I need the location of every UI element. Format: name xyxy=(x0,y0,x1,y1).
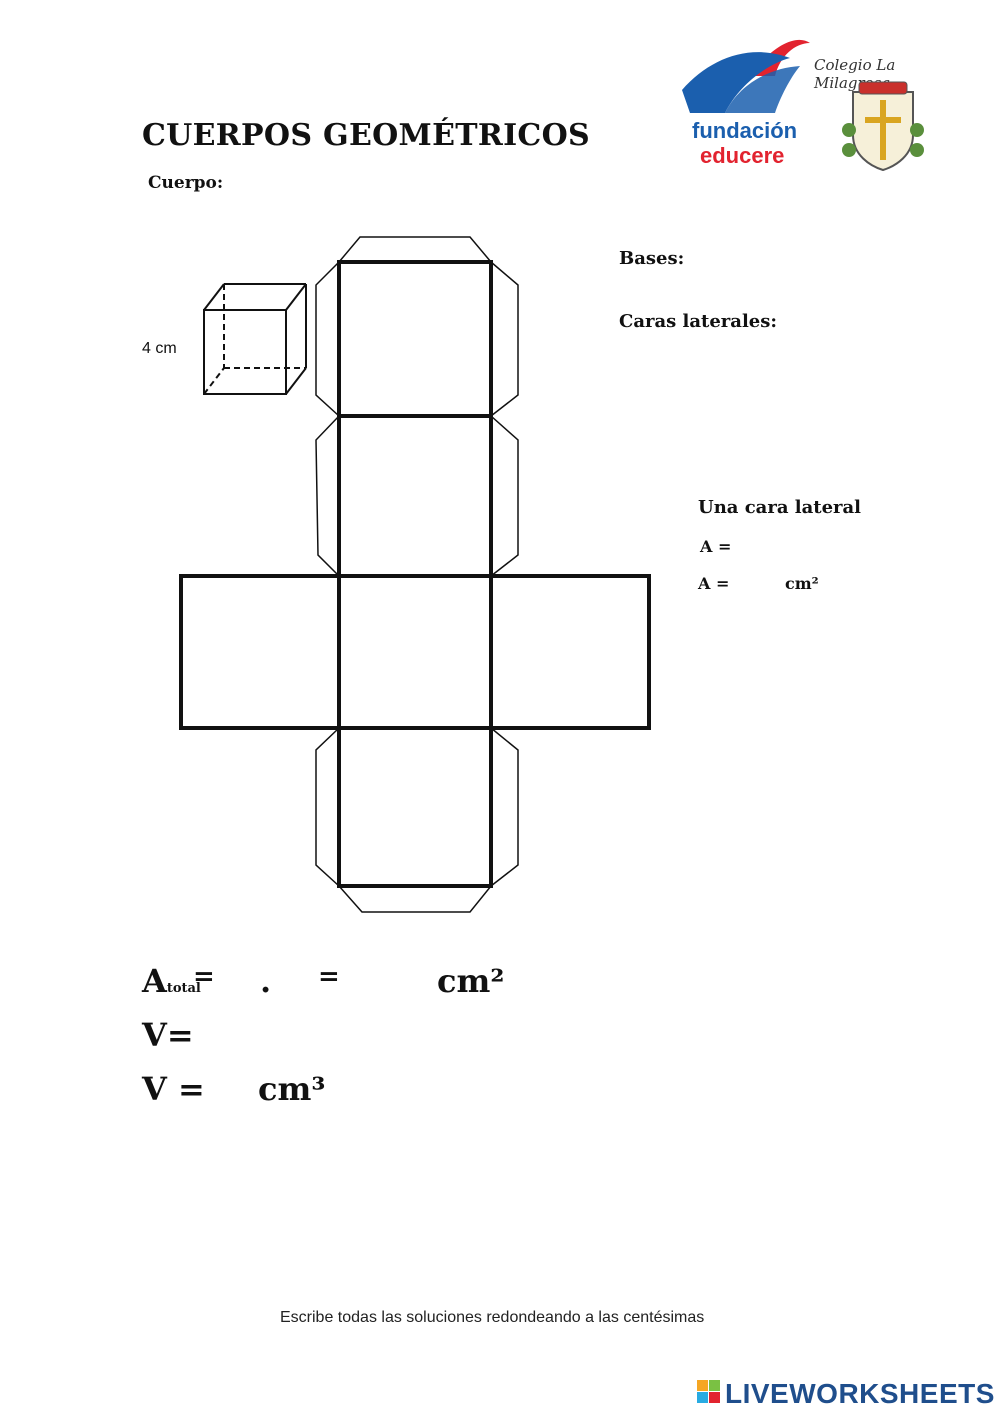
cube-net-diagram xyxy=(179,236,651,913)
rounding-note: Escribe todas las soluciones redondeando… xyxy=(280,1309,705,1326)
net-flaps xyxy=(315,236,519,913)
volume-formula-2: V = xyxy=(142,1070,205,1108)
volume-formula-1: V= xyxy=(142,1016,194,1054)
net-faces xyxy=(179,260,651,888)
atotal-formula: Atotal xyxy=(142,962,201,1000)
liveworksheets-brand[interactable]: LIVEWORKSHEETS xyxy=(725,1378,995,1409)
atotal-A: A xyxy=(142,962,167,1000)
caras-laterales-label: Caras laterales: xyxy=(619,311,778,332)
header-logos: fundación educere Colegio La Milagrosa xyxy=(678,28,970,178)
educere-text: educere xyxy=(700,143,785,168)
atotal-unit: cm² xyxy=(437,962,505,1000)
colegio-text: Colegio La Milagrosa xyxy=(814,56,896,92)
liveworksheets-icon xyxy=(697,1380,721,1404)
cube-illustration xyxy=(203,283,307,395)
cuerpo-label: Cuerpo: xyxy=(148,173,224,193)
fundacion-text: fundación xyxy=(692,118,798,143)
una-cara-line2-a: A = xyxy=(698,574,730,593)
atotal-subscript: total xyxy=(166,981,201,996)
fundacion-educere-swoosh-icon xyxy=(682,39,810,113)
atotal-dot: . xyxy=(260,962,272,1000)
atotal-equals-2: = xyxy=(318,962,340,992)
una-cara-line1: A = xyxy=(700,537,732,556)
atotal-equals: = xyxy=(193,962,215,992)
una-cara-line2-unit: cm² xyxy=(785,574,819,593)
cube-edge-label: 4 cm xyxy=(142,340,177,357)
page-title: CUERPOS GEOMÉTRICOS xyxy=(142,118,590,153)
school-crest-icon xyxy=(842,81,924,172)
bases-label: Bases: xyxy=(619,248,685,269)
una-cara-heading: Una cara lateral xyxy=(698,497,862,518)
volume-unit: cm³ xyxy=(258,1070,326,1108)
